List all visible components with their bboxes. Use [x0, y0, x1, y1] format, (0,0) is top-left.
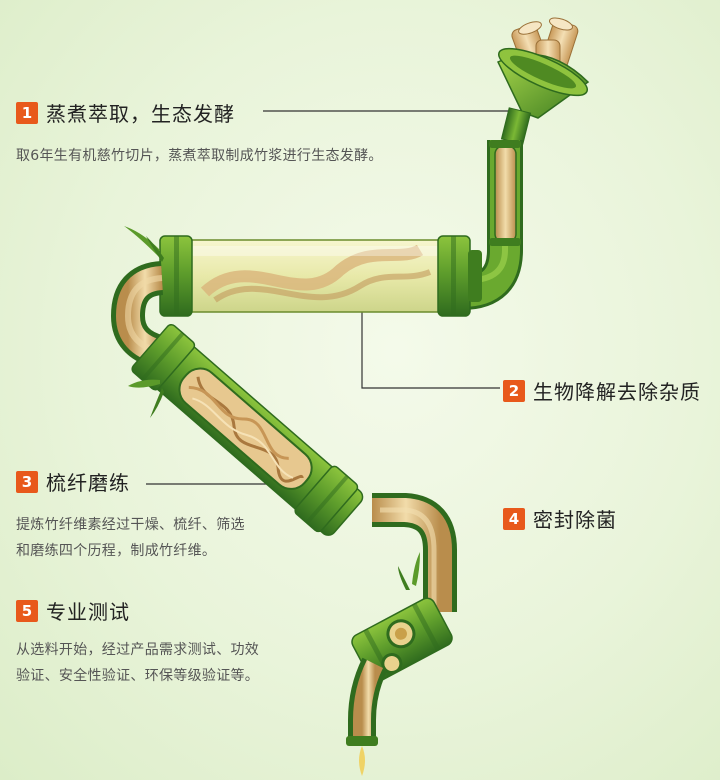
- step-1-description: 取6年生有机慈竹切片，蒸煮萃取制成竹浆进行生态发酵。: [16, 143, 383, 169]
- step-3-number-badge: 3: [16, 470, 38, 493]
- step-4-number-badge: 4: [503, 507, 525, 530]
- step-4: 4 密封除菌: [503, 504, 617, 533]
- fiber-tube-icon: [131, 323, 364, 536]
- step-5-description-line: 验证、安全性验证、环保等级验证等。: [16, 668, 260, 684]
- step-1-description-line: 取6年生有机慈竹切片，蒸煮萃取制成竹浆进行生态发酵。: [16, 148, 383, 164]
- step-5-number-badge: 5: [16, 599, 38, 622]
- step-5-description: 从选料开始，经过产品需求测试、功效 验证、安全性验证、环保等级验证等。: [16, 637, 316, 689]
- step-2-title: 生物降解去除杂质: [533, 380, 701, 404]
- step-3-description-line: 和磨练四个历程，制成竹纤维。: [16, 543, 217, 559]
- step-2: 2 生物降解去除杂质: [503, 376, 701, 405]
- step-3: 3 梳纤磨练 提炼竹纤维素经过干燥、梳纤、筛选 和磨练四个历程，制成竹纤维。: [16, 467, 316, 564]
- step-5-description-line: 从选料开始，经过产品需求测试、功效: [16, 642, 260, 658]
- bamboo-funnel-icon: [496, 47, 590, 145]
- step-3-description-line: 提炼竹纤维素经过干燥、梳纤、筛选: [16, 517, 245, 533]
- seal-valve-icon: [351, 597, 453, 683]
- step-1: 1 蒸煮萃取，生态发酵 取6年生有机慈竹切片，蒸煮萃取制成竹浆进行生态发酵。: [16, 98, 383, 169]
- fermentation-tank-icon: [159, 235, 482, 317]
- step-4-title: 密封除菌: [533, 508, 617, 532]
- step-3-title: 梳纤磨练: [46, 471, 130, 495]
- step-3-description: 提炼竹纤维素经过干燥、梳纤、筛选 和磨练四个历程，制成竹纤维。: [16, 512, 316, 564]
- step-2-number-badge: 2: [503, 379, 525, 402]
- bamboo-leaf-icon: [124, 226, 420, 590]
- step-5: 5 专业测试 从选料开始，经过产品需求测试、功效 验证、安全性验证、环保等级验证…: [16, 596, 316, 689]
- step-5-title: 专业测试: [46, 600, 130, 624]
- step-1-number-badge: 1: [16, 101, 38, 124]
- step-1-title: 蒸煮萃取，生态发酵: [46, 102, 235, 126]
